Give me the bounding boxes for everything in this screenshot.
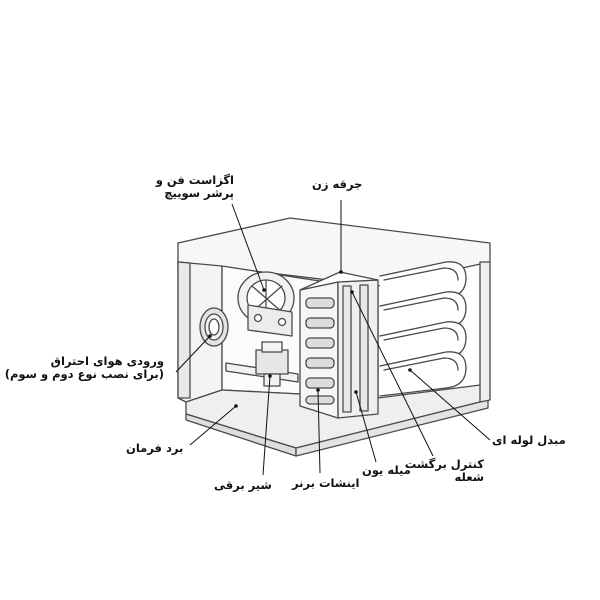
fan-motor-block [247, 304, 293, 337]
leader-tube-exchanger [409, 369, 491, 441]
cabinet-right-post [479, 261, 491, 403]
leader-burner-manifold [317, 389, 321, 474]
leader-ion-rod [355, 391, 377, 463]
leader-fan-exhaust [231, 203, 265, 291]
label-electric-valve: شیر برقی [214, 478, 272, 492]
label-combustion-air: ورودی هوای احتراق (برای نصب نوع دوم و سو… [4, 354, 164, 381]
cabinet-left-flange [177, 261, 191, 399]
electric-valve-body [255, 349, 289, 375]
tube-heat-exchanger [379, 261, 467, 397]
label-burner-manifold: اینشات برنر [292, 476, 360, 490]
label-ion-rod: میله یون [362, 463, 411, 477]
burner-tube [305, 377, 335, 389]
burner-tube [305, 337, 335, 349]
leader-control-board [189, 405, 237, 446]
cabinet-base-right [295, 399, 489, 457]
label-igniter: جرقه زن [312, 177, 363, 191]
leader-combustion-air [175, 335, 211, 373]
burner-tube [305, 317, 335, 329]
label-flame-rollout: کنترل برگشت شعله [404, 457, 484, 484]
label-control-board: برد فرمان [126, 441, 184, 455]
leader-flame-rollout [351, 291, 434, 457]
burner-tube [305, 395, 335, 405]
leader-electric-valve [262, 375, 271, 476]
burner-frame-top [299, 271, 379, 291]
burner-tube [305, 297, 335, 309]
label-fan-exhaust: اگزاست فن و پرشر سوییچ [155, 173, 234, 200]
burner-tube [305, 357, 335, 369]
label-tube-exchanger: مبدل لوله ای [492, 433, 566, 447]
